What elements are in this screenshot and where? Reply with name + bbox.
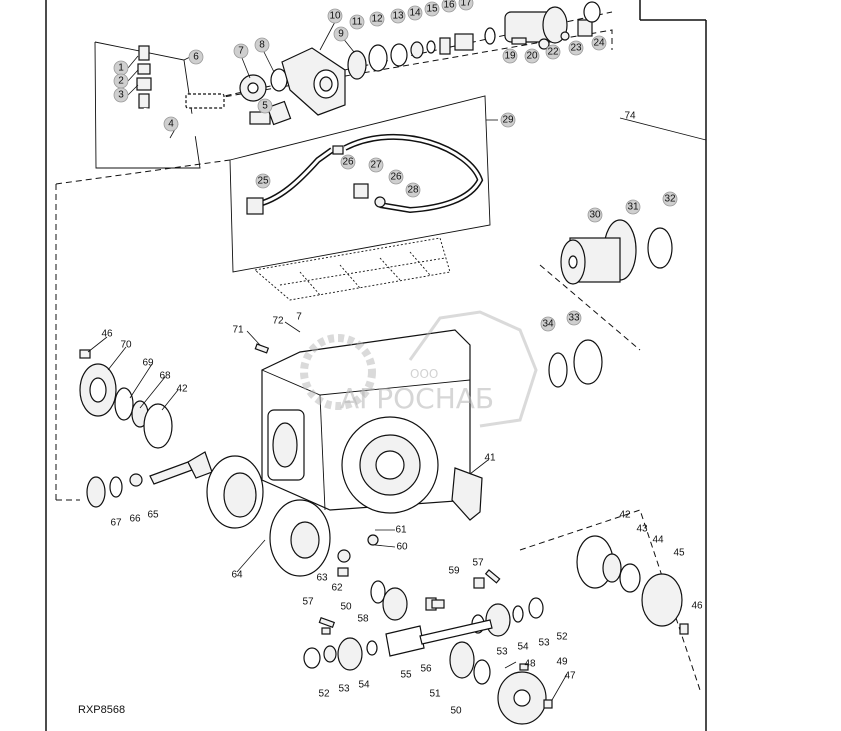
callout-60: 60 [396, 542, 408, 553]
callout-29: 29 [502, 115, 514, 126]
pump-assembly [504, 1, 601, 50]
callout-68: 68 [159, 371, 171, 382]
bearing-stack-top [347, 27, 496, 80]
callout-3: 3 [118, 90, 124, 101]
callout-44: 44 [652, 535, 664, 546]
differential-internals [303, 549, 553, 725]
watermark-prefix: ООО [410, 367, 438, 381]
callout-46a: 46 [101, 329, 113, 340]
callout-11: 11 [352, 17, 363, 28]
callout-50b: 50 [450, 706, 462, 717]
callout-66: 66 [129, 514, 141, 525]
callout-64: 64 [231, 570, 243, 581]
callout-30: 30 [589, 210, 601, 221]
callout-69: 69 [142, 358, 154, 369]
callout-34: 34 [542, 319, 554, 330]
callout-63: 63 [316, 573, 328, 584]
callout-25: 25 [257, 176, 269, 187]
mount-bracket [451, 467, 483, 521]
callout-20: 20 [526, 51, 538, 62]
callout-53b: 53 [538, 638, 550, 649]
callout-57a: 57 [302, 597, 314, 608]
callout-2: 2 [118, 76, 124, 87]
callout-67: 67 [110, 518, 122, 529]
callout-labels: 1 2 3 4 5 6 7 8 9 10 11 12 13 14 15 16 1… [101, 0, 703, 717]
callout-57b: 57 [472, 558, 484, 569]
callout-42b: 42 [619, 510, 631, 521]
callout-42a: 42 [176, 384, 188, 395]
callout-52b: 52 [318, 689, 330, 700]
watermark: ООО АГРОСНАБ [300, 310, 538, 428]
callout-65: 65 [147, 510, 159, 521]
callout-5: 5 [262, 101, 268, 112]
callout-73: 7 [296, 312, 302, 323]
drum-assembly-right [548, 219, 673, 388]
callout-23: 23 [570, 43, 582, 54]
callout-33: 33 [568, 313, 580, 324]
right-axle-parts [576, 535, 689, 635]
watermark-brand: АГРОСНАБ [340, 382, 494, 415]
left-bearing-stack [79, 349, 173, 508]
callout-54a: 54 [517, 642, 529, 653]
callout-6: 6 [193, 52, 199, 63]
strainer-and-gear [185, 68, 288, 109]
cover-gasket [253, 237, 451, 301]
callout-52a: 52 [556, 632, 568, 643]
figure-reference-code: RXP8568 [78, 704, 125, 716]
callout-58: 58 [357, 614, 369, 625]
callout-1: 1 [118, 63, 124, 74]
callout-46b: 46 [691, 601, 703, 612]
callout-14: 14 [409, 8, 421, 19]
callout-54b: 54 [358, 680, 370, 691]
small-pins [254, 343, 501, 628]
callout-47: 47 [564, 671, 576, 682]
callout-28: 28 [407, 185, 419, 196]
ring-gear [206, 455, 331, 577]
oil-lines [246, 133, 484, 215]
callout-49: 49 [556, 657, 568, 668]
callout-12: 12 [371, 14, 383, 25]
callout-53a: 53 [496, 647, 508, 658]
callout-59: 59 [448, 566, 460, 577]
callout-15: 15 [426, 4, 438, 15]
callout-74: 74 [624, 111, 636, 122]
callout-61: 61 [395, 525, 407, 536]
callout-10: 10 [329, 11, 341, 22]
callout-51: 51 [429, 689, 441, 700]
callout-26a: 26 [342, 157, 354, 168]
callout-9: 9 [338, 29, 344, 40]
callout-31: 31 [627, 202, 639, 213]
page-frame [45, 0, 707, 731]
pillow-block-bearing [281, 47, 346, 116]
callout-62: 62 [331, 583, 343, 594]
callout-45: 45 [673, 548, 685, 559]
callout-24: 24 [593, 38, 605, 49]
callout-22: 22 [547, 47, 559, 58]
callout-16: 16 [443, 0, 455, 11]
callout-26b: 26 [390, 172, 402, 183]
leader-lines [87, 19, 707, 701]
pinion-shaft [149, 451, 213, 485]
callout-48: 48 [524, 659, 536, 670]
callout-72: 72 [272, 316, 284, 327]
callout-32: 32 [664, 194, 676, 205]
callout-8: 8 [259, 40, 265, 51]
callout-27: 27 [370, 160, 382, 171]
callout-17: 17 [460, 0, 472, 9]
callout-7: 7 [238, 46, 244, 57]
callout-56: 56 [420, 664, 432, 675]
callout-55: 55 [400, 670, 412, 681]
callout-19: 19 [504, 51, 516, 62]
callout-71: 71 [232, 325, 244, 336]
callout-50a: 50 [340, 602, 352, 613]
callout-41: 41 [484, 453, 496, 464]
callout-53c: 53 [338, 684, 350, 695]
fitting-stack [136, 45, 152, 109]
differential-housing [261, 329, 471, 514]
callout-43: 43 [636, 524, 648, 535]
callout-13: 13 [392, 11, 404, 22]
callout-4: 4 [168, 119, 174, 130]
callout-70: 70 [120, 340, 132, 351]
